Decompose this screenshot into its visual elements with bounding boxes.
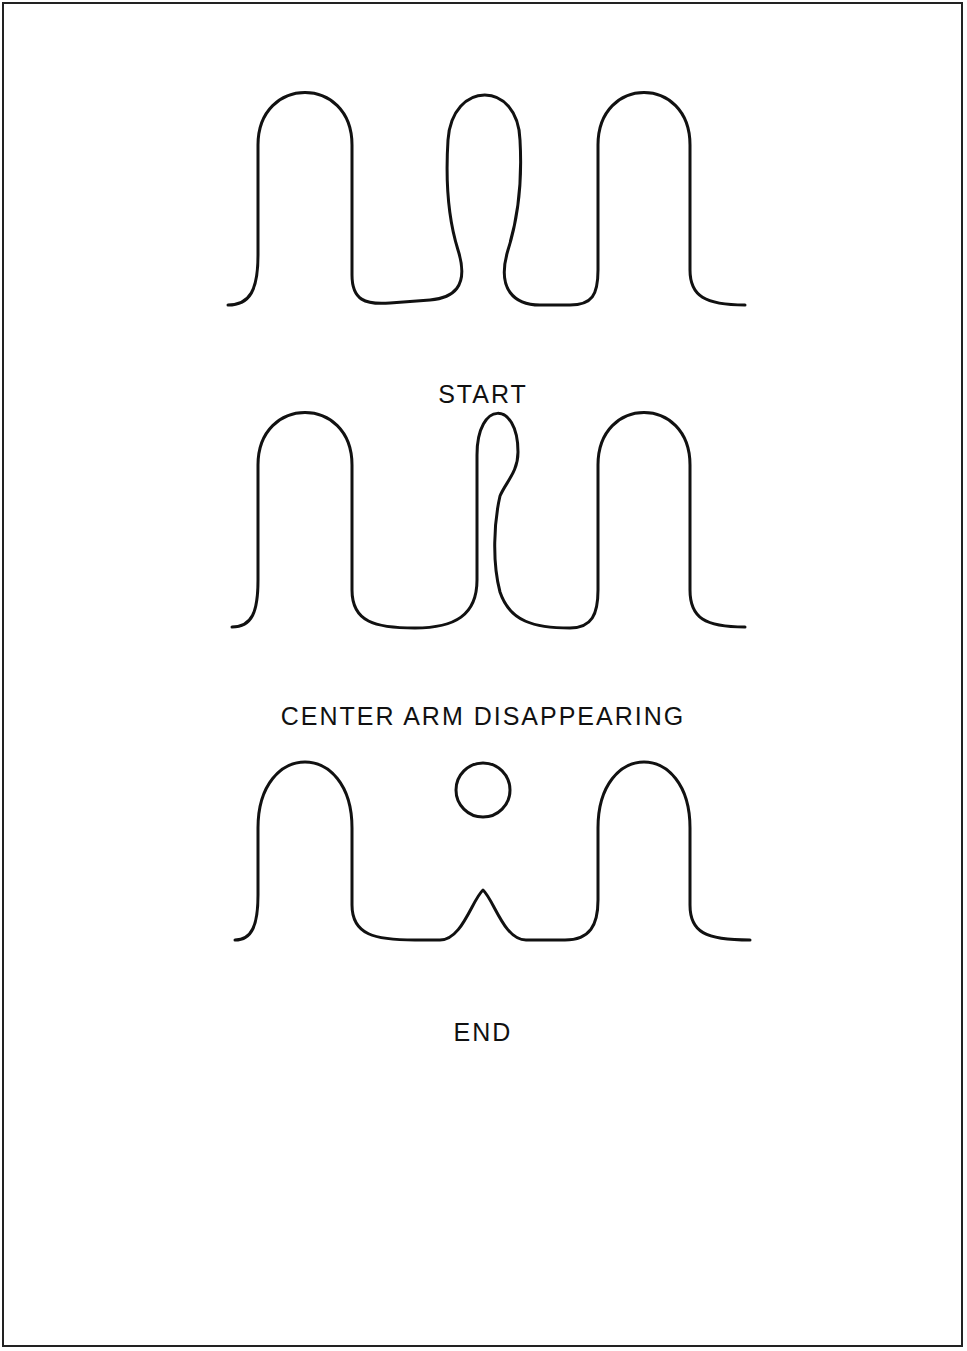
detached-drop <box>456 763 510 817</box>
end-curve <box>235 762 750 940</box>
start-curve <box>228 93 745 306</box>
stage-caption: START <box>438 380 528 409</box>
frame-border <box>3 3 962 1346</box>
stage-caption: CENTER ARM DISAPPEARING <box>281 702 685 731</box>
disappearing-curve <box>232 413 745 629</box>
stage-caption: END <box>454 1018 513 1047</box>
